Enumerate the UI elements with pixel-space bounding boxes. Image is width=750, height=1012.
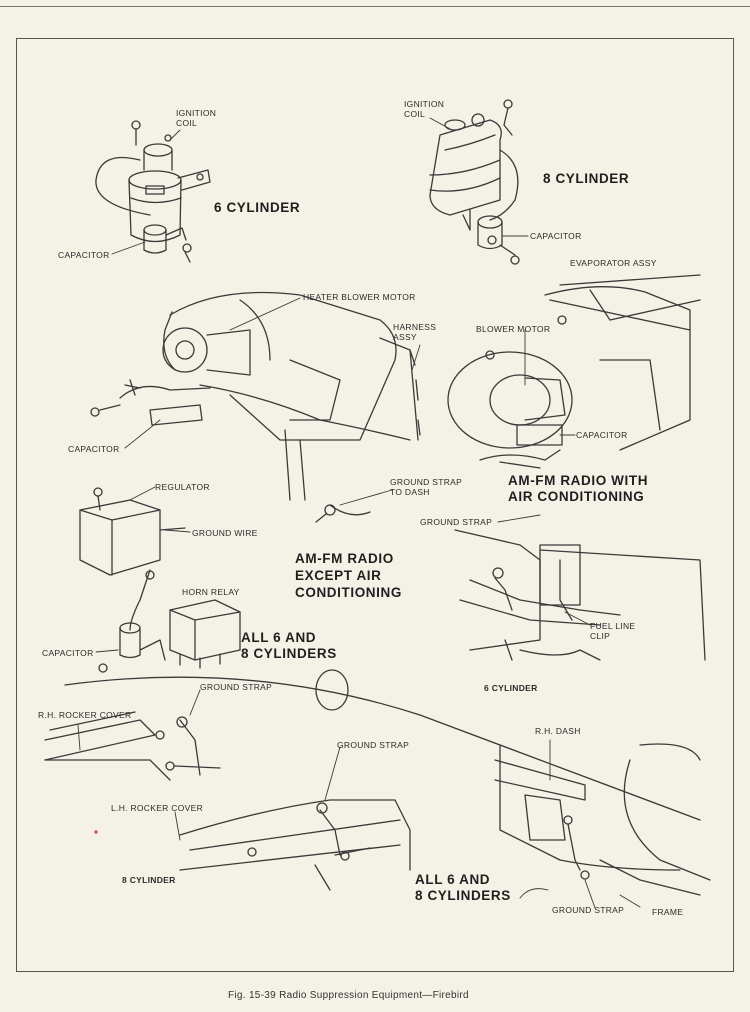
label-horn-relay: HORN RELAY — [182, 587, 240, 597]
label-8-cylinder-small: 8 CYLINDER — [122, 875, 176, 885]
fuel-line-area-drawing — [454, 529, 706, 661]
red-dot-mark — [94, 830, 98, 834]
label-ground-strap-frame: GROUND STRAP — [552, 905, 625, 915]
label-fuel-line-clip: FUEL LINE CLIP — [590, 621, 636, 641]
label-ground-wire: GROUND WIRE — [192, 528, 258, 538]
label-frame: FRAME — [652, 907, 684, 917]
label-capacitor-heater: CAPACITOR — [68, 444, 120, 454]
ignition-coil-8cyl-drawing — [429, 99, 520, 265]
label-ground-strap-to-dash: GROUND STRAP TO DASH — [390, 477, 463, 497]
horn-relay-drawing — [169, 599, 241, 669]
label-6-cylinder-small: 6 CYLINDER — [484, 683, 538, 693]
label-capacitor-relay: CAPACITOR — [42, 648, 94, 658]
label-capacitor-8: CAPACITOR — [530, 231, 582, 241]
title-6-cylinder: 6 CYLINDER — [214, 200, 301, 215]
label-harness-assy: HARNESS ASSY — [393, 322, 437, 342]
title-am-fm-radio-with-ac: AM-FM RADIO WITH AIR CONDITIONING — [508, 473, 649, 504]
ignition-coil-6cyl-drawing — [95, 120, 211, 263]
label-capacitor-6: CAPACITOR — [58, 250, 110, 260]
leader-lines — [77, 117, 641, 909]
title-am-fm-radio-except-ac: AM-FM RADIO EXCEPT AIR CONDITIONING — [295, 551, 402, 600]
rocker-covers-drawing — [44, 669, 701, 891]
heater-blower-assembly-drawing — [90, 291, 421, 523]
top-rule — [0, 6, 750, 7]
figure-caption: Fig. 15-39 Radio Suppression Equipment—F… — [228, 990, 469, 1001]
label-rh-rocker-cover: R.H. ROCKER COVER — [38, 710, 132, 720]
title-all-6-and-8-cylinders-top: ALL 6 AND 8 CYLINDERS — [241, 630, 337, 661]
label-ground-strap-right: GROUND STRAP — [337, 740, 410, 750]
ac-blower-assembly-drawing — [447, 274, 701, 469]
figure-frame — [16, 38, 734, 972]
label-ground-strap-rocker: GROUND STRAP — [200, 682, 273, 692]
label-lh-rocker-cover: L.H. ROCKER COVER — [111, 803, 204, 813]
label-rh-dash: R.H. DASH — [535, 726, 581, 736]
title-all-6-and-8-cylinders-bottom: ALL 6 AND 8 CYLINDERS — [415, 872, 511, 903]
label-ground-strap-fuel: GROUND STRAP — [420, 517, 493, 527]
label-ignition-coil-8: IGNITION COIL — [404, 99, 445, 119]
label-ignition-coil-6: IGNITION COIL — [176, 108, 217, 128]
rh-dash-drawing — [494, 743, 711, 896]
label-regulator: REGULATOR — [155, 482, 210, 492]
regulator-drawing — [79, 487, 186, 673]
label-evaporator-assy: EVAPORATOR ASSY — [570, 258, 657, 268]
label-blower-motor: BLOWER MOTOR — [476, 324, 551, 334]
title-8-cylinder: 8 CYLINDER — [543, 171, 630, 186]
label-capacitor-ac: CAPACITOR — [576, 430, 628, 440]
label-heater-blower-motor: HEATER BLOWER MOTOR — [303, 292, 416, 302]
